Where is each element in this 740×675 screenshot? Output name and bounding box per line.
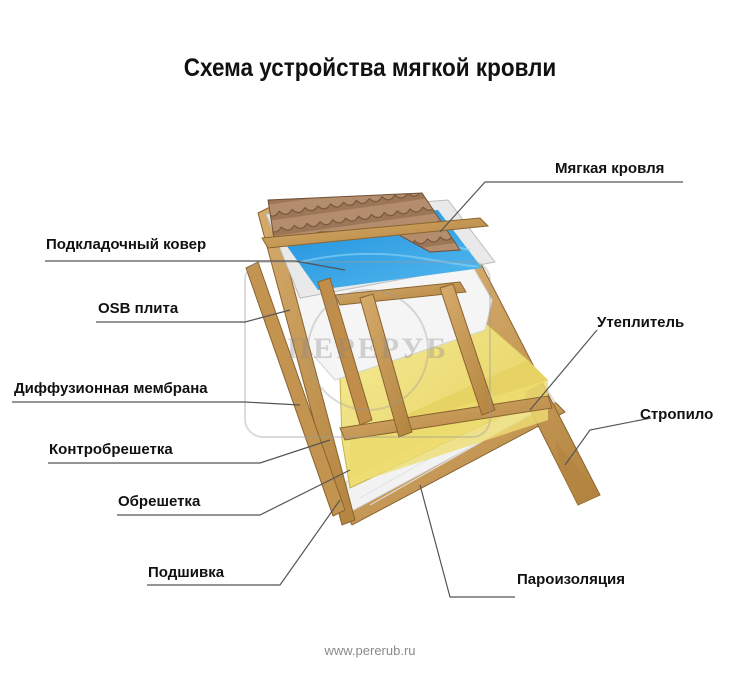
watermark-text: ПЕРЕРУБ (287, 332, 449, 365)
label-rafter: Стропило (640, 406, 714, 423)
edge-boards (245, 205, 356, 526)
label-vapor-barrier: Пароизоляция (517, 571, 626, 588)
footer-url: www.pererub.ru (324, 643, 416, 658)
label-osb: OSB плита (98, 300, 179, 317)
label-counter-batten: Контробрешетка (49, 441, 173, 458)
counter-battens (317, 277, 496, 438)
label-batten: Обрешетка (118, 493, 201, 510)
label-soffit: Подшивка (148, 564, 225, 581)
leader-lines (12, 181, 683, 598)
label-soft-roof: Мягкая кровля (555, 160, 665, 177)
label-underlay: Подкладочный ковер (46, 236, 207, 253)
diagram-title: Схема устройства мягкой кровли (183, 54, 557, 82)
watermark-logo: ПЕРЕРУБ (244, 261, 491, 438)
label-diffusion-membrane: Диффузионная мембрана (14, 380, 208, 397)
label-insulation: Утеплитель (597, 314, 685, 331)
